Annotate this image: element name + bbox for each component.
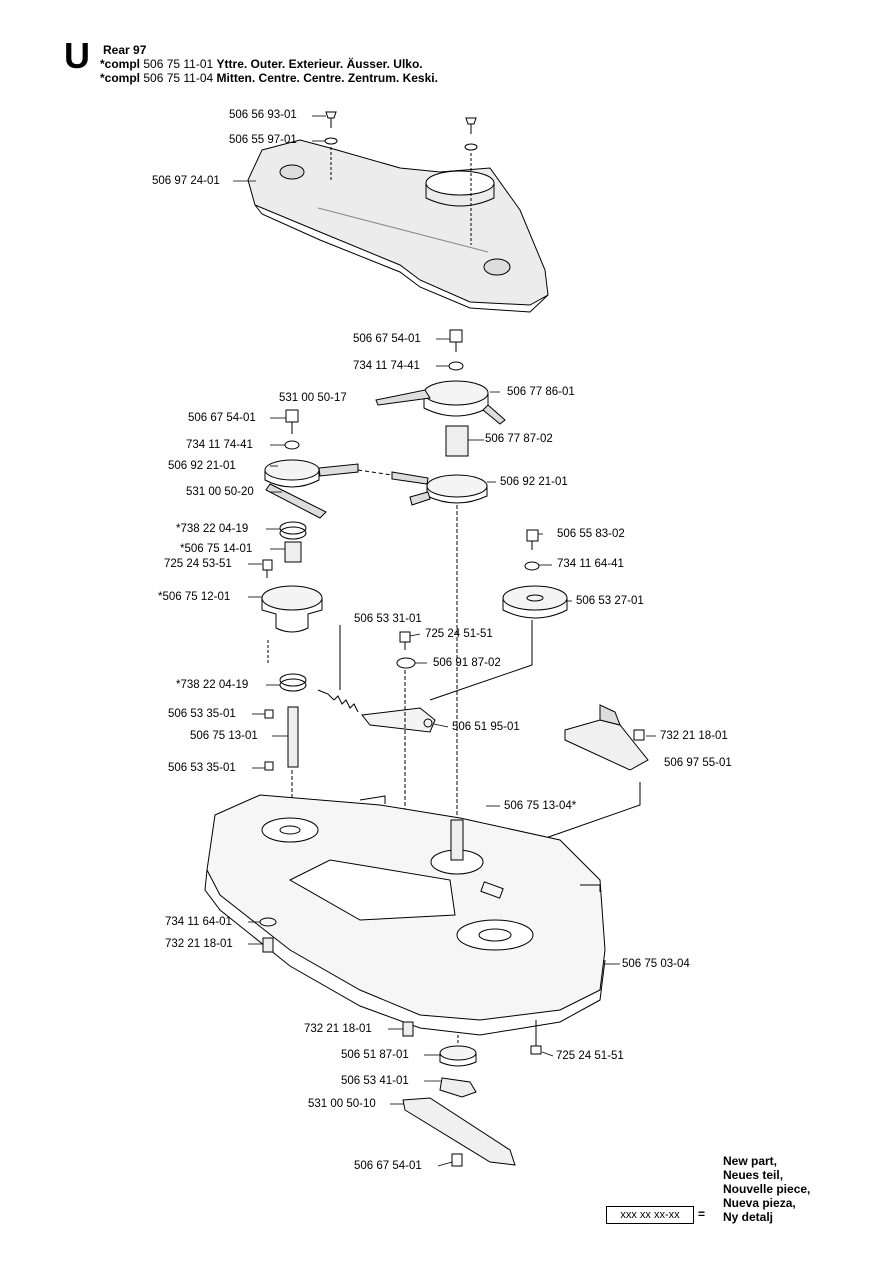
bottom-parts [259,917,542,1167]
part-label: 506 51 87-01 [341,1049,409,1061]
legend-line: New part, [723,1154,778,1168]
legend-line: Neues teil, [723,1168,784,1182]
part-label: 506 56 93-01 [229,109,297,121]
compl-description: Yttre. Outer. Exterieur. Äusser. Ulko. [216,57,423,71]
compl-line-1: *compl 506 75 11-01 Yttre. Outer. Exteri… [100,58,423,71]
part-label: 506 75 03-04 [622,958,690,970]
part-label: 506 67 54-01 [353,333,421,345]
part-label: *738 22 04-19 [176,523,249,535]
part-label: 506 53 27-01 [576,595,644,607]
main-deck [204,794,606,1036]
part-label: 531 00 50-20 [186,486,254,498]
part-label: 725 24 51-51 [425,628,493,640]
part-label: *506 75 12-01 [158,591,231,603]
compl-part-number: 506 75 11-01 [143,57,214,71]
compl-part-number: 506 75 11-04 [143,71,214,85]
part-label: 506 67 54-01 [188,412,256,424]
part-label: *738 22 04-19 [176,679,249,691]
part-label: 506 55 97-01 [229,134,297,146]
part-label: 734 11 64-01 [165,916,232,928]
part-label: 506 53 35-01 [168,762,236,774]
leader-lines [233,115,656,1167]
part-label: 506 77 87-02 [485,433,553,445]
part-label: 732 21 18-01 [660,730,728,742]
model-title: Rear 97 [103,43,147,57]
part-label: 506 92 21-01 [168,460,236,472]
legend-line: Ny detalj [723,1210,774,1224]
compl-line-2: *compl 506 75 11-04 Mitten. Centre. Cent… [100,72,438,85]
part-label: *506 75 14-01 [180,543,253,555]
section-letter: U [64,35,90,76]
part-label: 732 21 18-01 [304,1023,372,1035]
part-label: 531 00 50-10 [308,1098,376,1110]
left-pulley-stack [261,409,359,820]
part-label: 506 53 31-01 [354,613,422,625]
part-label: 531 00 50-17 [279,392,347,404]
part-label: 506 77 86-01 [507,386,575,398]
part-label: 506 91 87-02 [433,657,501,669]
legend-part-number-box: xxx xx xx-xx [606,1206,694,1224]
legend-equals: = [698,1207,706,1221]
part-label: 506 51 95-01 [452,721,520,733]
part-label: 506 92 21-01 [500,476,568,488]
part-label: 506 53 41-01 [341,1075,409,1087]
part-label: 732 21 18-01 [165,938,233,950]
part-label: 506 53 35-01 [168,708,236,720]
part-label: 506 55 83-02 [557,528,625,540]
part-label: 725 24 51-51 [556,1050,624,1062]
part-label: 734 11 74-41 [186,439,253,451]
part-label: 506 67 54-01 [354,1160,422,1172]
compl-description: Mitten. Centre. Centre. Zentrum. Keski. [216,71,438,85]
compl-prefix: *compl [100,71,141,85]
compl-prefix: *compl [100,57,141,71]
top-screws [324,111,478,245]
part-label: 506 75 13-01 [190,730,258,742]
part-label: 725 24 53-51 [164,558,232,570]
legend-line: Nouvelle piece, [723,1182,811,1196]
bracket-right [539,704,649,841]
part-label: 734 11 74-41 [353,360,420,372]
idler-pulley-right [429,529,568,701]
part-label: 506 97 24-01 [152,175,220,187]
right-pulley-stack [357,329,506,820]
part-label: 506 75 13-04* [504,800,577,812]
new-part-legend: New part, Neues teil, Nouvelle piece, Nu… [723,1154,810,1224]
legend-line: Nueva pieza, [723,1196,796,1210]
part-label: 506 97 55-01 [664,757,732,769]
top-cover-plate [247,139,549,313]
part-label: 734 11 64-41 [557,558,624,570]
